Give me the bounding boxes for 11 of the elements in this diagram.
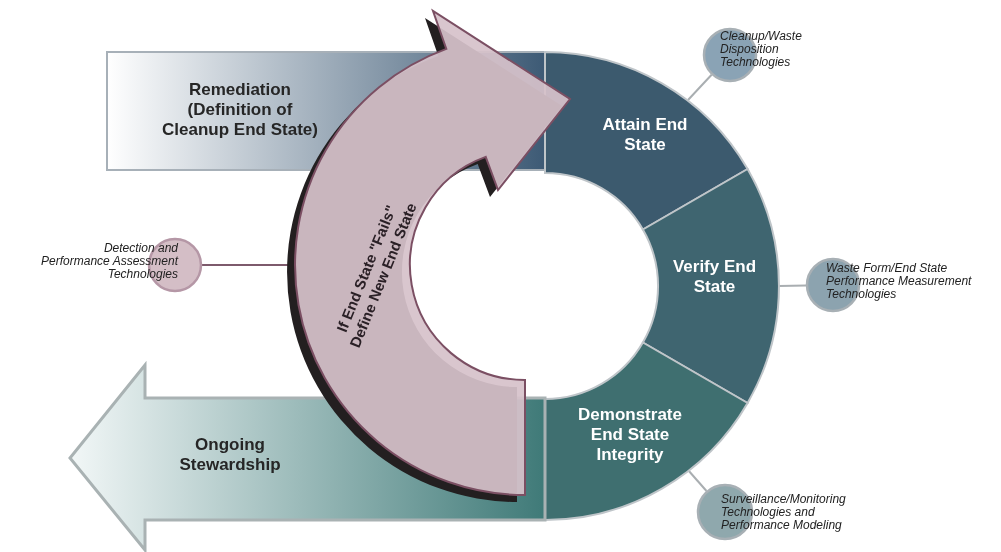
phase-label: Demonstrate End State Integrity xyxy=(577,404,683,466)
leader-line xyxy=(687,469,708,492)
phase-label: Attain End State xyxy=(601,114,689,156)
phase-label: Remediation (Definition of Cleanup End State) xyxy=(161,79,319,141)
phase-label: Verify End State xyxy=(671,256,758,298)
leader-line xyxy=(778,284,807,287)
phase-segment xyxy=(642,168,780,404)
phase-label: Ongoing Stewardship xyxy=(178,434,282,476)
technology-label: Surveillance/Monitoring Technologies and Performance Modeling xyxy=(721,493,847,532)
leader-line xyxy=(687,73,713,101)
technology-label: Detection and Performance Assessment Technologies xyxy=(40,242,178,281)
